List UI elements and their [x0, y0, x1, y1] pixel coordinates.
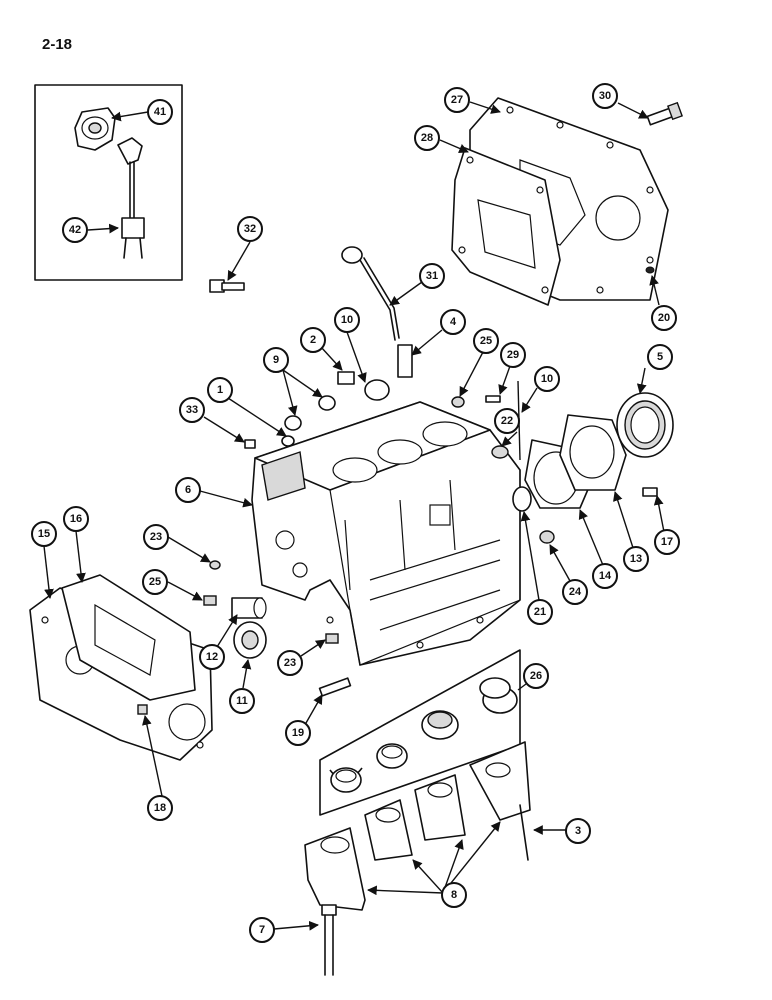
- cap-bolt-part: [321, 904, 337, 976]
- svg-text:17: 17: [661, 536, 673, 548]
- callout-5[interactable]: 5: [647, 344, 673, 370]
- svg-text:24: 24: [569, 586, 582, 598]
- dipstick-part: [341, 246, 400, 341]
- callout-23-left[interactable]: 23: [143, 524, 169, 550]
- svg-text:31: 31: [426, 270, 438, 282]
- callout-41[interactable]: 41: [147, 99, 173, 125]
- svg-text:18: 18: [154, 802, 166, 814]
- svg-text:33: 33: [186, 404, 198, 416]
- callout-20[interactable]: 20: [651, 305, 677, 331]
- svg-text:28: 28: [421, 132, 433, 144]
- svg-text:6: 6: [185, 484, 191, 496]
- leader-lines: [43, 101, 666, 931]
- main-bearing-caps: [304, 741, 531, 911]
- svg-text:30: 30: [599, 90, 611, 102]
- callout-15[interactable]: 15: [31, 521, 57, 547]
- callout-25-left[interactable]: 25: [142, 569, 168, 595]
- callout-19[interactable]: 19: [285, 720, 311, 746]
- svg-text:14: 14: [599, 570, 612, 582]
- svg-text:25: 25: [480, 335, 492, 347]
- callout-27[interactable]: 27: [444, 87, 470, 113]
- bolt-32-part: [209, 279, 245, 293]
- callout-32[interactable]: 32: [237, 216, 263, 242]
- callout-9[interactable]: 9: [263, 347, 289, 373]
- callout-18[interactable]: 18: [147, 795, 173, 821]
- svg-text:3: 3: [575, 825, 581, 837]
- svg-text:41: 41: [154, 106, 166, 118]
- callout-7[interactable]: 7: [249, 917, 275, 943]
- dowel-pin-part: [519, 804, 529, 861]
- svg-text:10: 10: [341, 314, 353, 326]
- callout-26[interactable]: 26: [523, 663, 549, 689]
- svg-text:12: 12: [206, 651, 218, 663]
- callout-10-top[interactable]: 10: [334, 307, 360, 333]
- callout-12[interactable]: 12: [199, 644, 225, 670]
- inset-box: [34, 84, 183, 281]
- svg-text:20: 20: [658, 312, 670, 324]
- svg-text:29: 29: [507, 349, 519, 361]
- callout-31[interactable]: 31: [419, 263, 445, 289]
- callout-25-top[interactable]: 25: [473, 328, 499, 354]
- front-cover-gasket: [61, 574, 196, 701]
- callout-2[interactable]: 2: [300, 327, 326, 353]
- svg-text:23: 23: [150, 531, 162, 543]
- callout-16[interactable]: 16: [63, 506, 89, 532]
- callout-6[interactable]: 6: [175, 477, 201, 503]
- svg-text:10: 10: [541, 373, 553, 385]
- svg-text:7: 7: [259, 924, 265, 936]
- callout-22[interactable]: 22: [494, 408, 520, 434]
- svg-text:5: 5: [657, 351, 663, 363]
- svg-text:22: 22: [501, 415, 513, 427]
- callout-29[interactable]: 29: [500, 342, 526, 368]
- tube-4-part: [397, 344, 413, 378]
- callout-8[interactable]: 8: [441, 882, 467, 908]
- plug-20-part: [645, 266, 655, 274]
- svg-text:4: 4: [450, 316, 457, 328]
- svg-text:11: 11: [236, 695, 248, 707]
- callout-10-right[interactable]: 10: [534, 366, 560, 392]
- callout-14[interactable]: 14: [592, 563, 618, 589]
- svg-text:26: 26: [530, 670, 542, 682]
- heater-bracket-part: [74, 107, 116, 151]
- callout-3[interactable]: 3: [565, 818, 591, 844]
- stud-part: [318, 677, 352, 697]
- callout-30[interactable]: 30: [592, 83, 618, 109]
- page-number: 2-18: [42, 36, 73, 53]
- small-plugs-top: [244, 371, 501, 449]
- callout-21[interactable]: 21: [527, 599, 553, 625]
- svg-text:32: 32: [244, 223, 256, 235]
- callout-33[interactable]: 33: [179, 397, 205, 423]
- gear-cover-gasket: [451, 147, 561, 306]
- callout-13[interactable]: 13: [623, 546, 649, 572]
- callout-17[interactable]: 17: [654, 529, 680, 555]
- callout-23-bottom[interactable]: 23: [277, 650, 303, 676]
- callout-11[interactable]: 11: [229, 688, 255, 714]
- callout-28[interactable]: 28: [414, 125, 440, 151]
- cylinder-block-part: [251, 401, 521, 666]
- bolt-30-part: [646, 101, 683, 126]
- svg-text:15: 15: [38, 528, 50, 540]
- svg-text:1: 1: [217, 384, 223, 396]
- svg-text:2: 2: [310, 334, 316, 346]
- rear-seal-parts: [491, 392, 674, 544]
- callout-1[interactable]: 1: [207, 377, 233, 403]
- heater-element-part: [117, 137, 145, 259]
- svg-text:9: 9: [273, 354, 279, 366]
- callout-24[interactable]: 24: [562, 579, 588, 605]
- svg-text:27: 27: [451, 94, 463, 106]
- svg-text:23: 23: [284, 657, 296, 669]
- callout-42[interactable]: 42: [62, 217, 88, 243]
- svg-text:13: 13: [630, 553, 642, 565]
- svg-text:19: 19: [292, 727, 304, 739]
- svg-text:42: 42: [69, 224, 81, 236]
- callout-4[interactable]: 4: [440, 309, 466, 335]
- svg-text:21: 21: [534, 606, 546, 618]
- front-bushings: [137, 560, 339, 715]
- svg-text:8: 8: [451, 889, 457, 901]
- svg-text:16: 16: [70, 513, 82, 525]
- svg-text:25: 25: [149, 576, 161, 588]
